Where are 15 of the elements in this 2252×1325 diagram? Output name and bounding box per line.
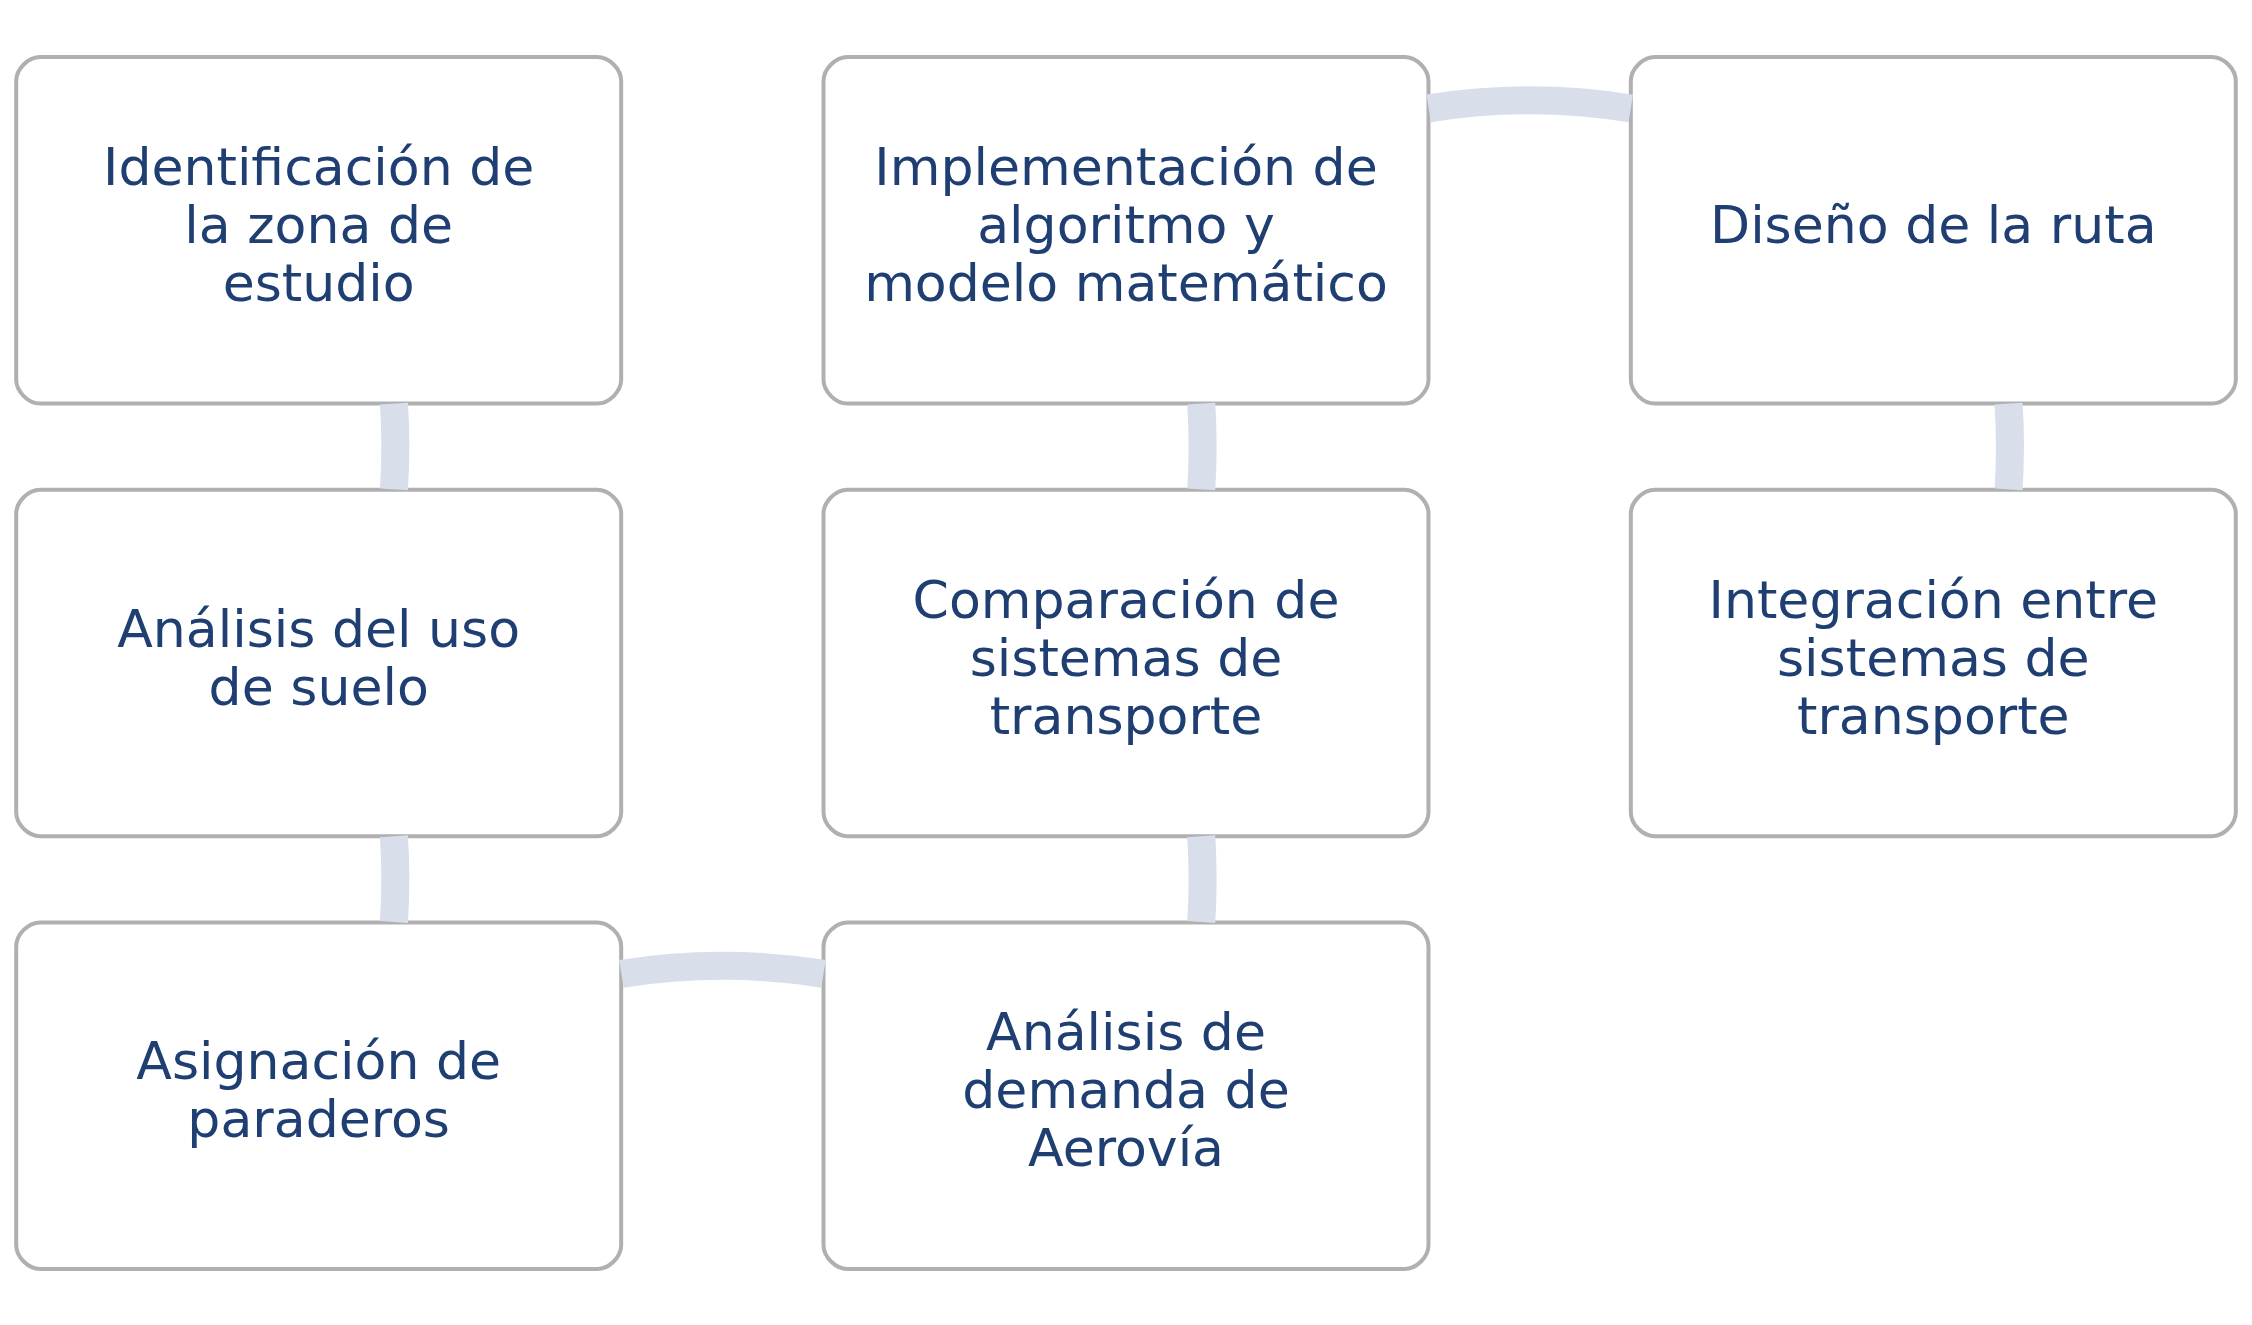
connector xyxy=(619,951,826,988)
node-box: Integración entre sistemas de transporte xyxy=(1628,487,2238,838)
connector xyxy=(1187,402,1217,490)
node-box: Diseño de la ruta xyxy=(1628,54,2238,406)
node-box: Identificación de la zona de estudio xyxy=(14,54,624,406)
node-box: Análisis del uso de suelo xyxy=(14,487,624,838)
connector xyxy=(1187,834,1217,923)
connector xyxy=(1426,85,1633,122)
connector xyxy=(379,834,410,923)
node-box: Comparación de sistemas de transporte xyxy=(821,487,1431,838)
connector xyxy=(1994,402,2024,490)
node-box: Análisis de demanda de Aerovía xyxy=(821,919,1431,1271)
connector xyxy=(379,402,410,490)
node-box: Asignación de paraderos xyxy=(14,919,624,1271)
node-box: Implementación de algoritmo y modelo matemático xyxy=(821,54,1431,406)
